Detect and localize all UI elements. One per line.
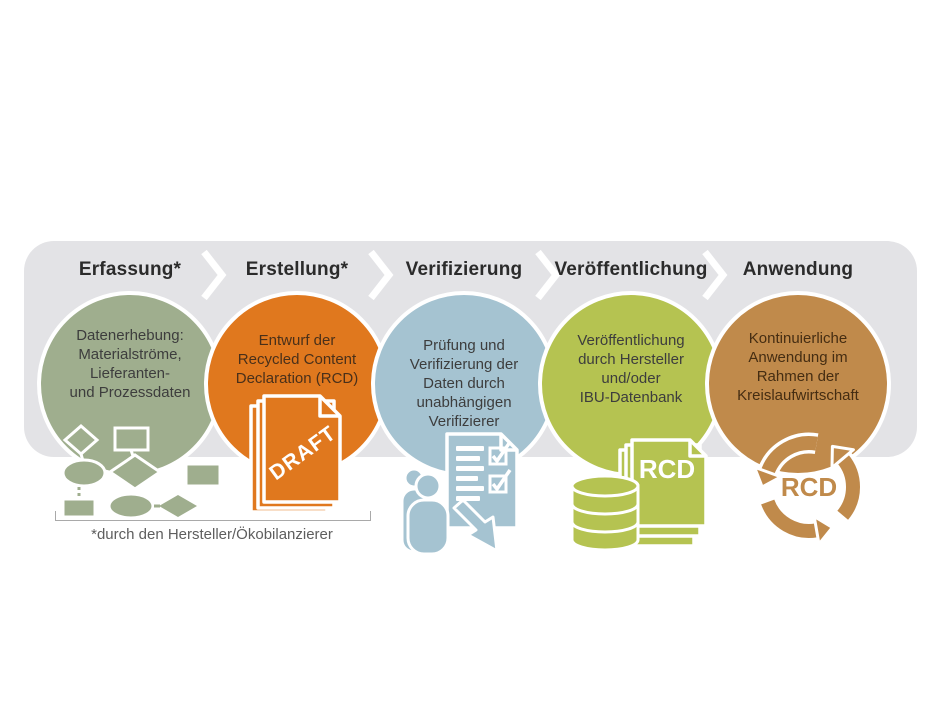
step-label-erstellung: Erstellung*: [245, 259, 349, 280]
step-label-verifizierung: Verifizierung: [405, 259, 523, 280]
step-description: Datenerhebung: Materialströme, Lieferant…: [69, 327, 191, 401]
chevron-right-icon: [368, 249, 394, 301]
flowchart-icon: [61, 424, 222, 520]
step-label-veroeffentlichung: Veröffentlichung: [554, 259, 708, 280]
chevron-right-icon: [535, 249, 561, 301]
database-rcd-document-icon: RCD: [570, 438, 708, 552]
chevron-right-icon: [702, 249, 728, 301]
chevron-right-icon: [201, 249, 227, 301]
step-description: Kontinuierliche Anwendung im Rahmen der …: [737, 330, 859, 404]
footnote: *durch den Hersteller/Ökobilanzierer: [91, 526, 333, 543]
step-label-erfassung: Erfassung*: [78, 259, 182, 280]
draft-documents-icon: DRAFT: [249, 394, 342, 514]
step-description: Prüfung und Verifizierung der Daten durc…: [409, 337, 519, 430]
reviewers-checklist-icon: [400, 432, 519, 556]
rcd-recycle-loop-icon: RCD: [753, 432, 864, 546]
step-description: Entwurf der Recycled Content Declaration…: [235, 332, 359, 387]
step-label-anwendung: Anwendung: [742, 259, 854, 280]
step-description: Veröffentlichung durch Hersteller und/od…: [577, 332, 685, 406]
rcd-cycle-label: RCD: [781, 472, 837, 502]
footnote-bracket: [55, 511, 371, 521]
rcd-document-label: RCD: [639, 454, 695, 484]
